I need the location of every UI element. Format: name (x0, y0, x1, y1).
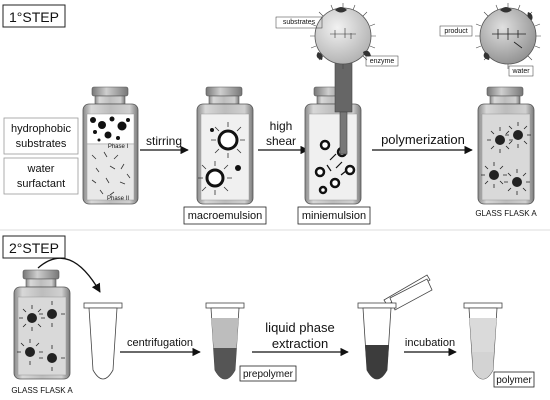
bottle-macroemulsion (196, 86, 254, 205)
extraction-label: extraction (272, 336, 328, 351)
svg-text:substrates: substrates (16, 138, 67, 150)
product-label: product (444, 28, 467, 35)
liquid-phase-label: liquid phase (265, 320, 334, 335)
polymer-box: polymer (493, 371, 535, 388)
step1-label-box: 1°STEP (2, 4, 66, 28)
polymerization-label: polymerization (381, 132, 465, 147)
miniemulsion-box: miniemulsion (297, 206, 371, 225)
svg-text:prepolymer: prepolymer (243, 369, 294, 380)
bottle-flask-a-step2 (13, 269, 71, 380)
svg-text:Phase II: Phase II (107, 196, 129, 202)
water-label: water (511, 68, 530, 75)
flask-a-label: GLASS FLASK A (475, 209, 537, 218)
shear-label: shear (266, 134, 296, 148)
svg-text:hydrophobic: hydrophobic (11, 123, 71, 135)
substrates-label: substrates (283, 19, 316, 26)
bottle-miniemulsion (304, 86, 362, 205)
svg-text:surfactant: surfactant (17, 178, 65, 190)
bottle-flask-a (477, 86, 535, 205)
high-label: high (270, 119, 293, 133)
tube-empty (83, 302, 123, 380)
svg-text:miniemulsion: miniemulsion (302, 210, 366, 222)
droplet-substrates-enzyme: substrates enzyme (275, 3, 399, 69)
hydrophobic-box: hydrophobic substrates (3, 117, 79, 155)
incubation-label: incubation (405, 337, 455, 349)
stirring-label: stirring (146, 134, 182, 148)
water-box: water surfactant (3, 157, 79, 195)
tube-polymer (463, 302, 503, 380)
step1-title: 1°STEP (9, 9, 59, 25)
macroemulsion-box: macroemulsion (183, 206, 267, 225)
svg-text:water: water (27, 163, 55, 175)
step2-label-box: 2°STEP (2, 235, 66, 259)
svg-text:Phase I: Phase I (108, 144, 129, 150)
prepolymer-box: prepolymer (239, 365, 297, 382)
svg-text:macroemulsion: macroemulsion (188, 210, 263, 222)
droplet-product-water: product water (439, 3, 541, 77)
tube-open (357, 274, 433, 380)
flask-a-label-2: GLASS FLASK A (11, 386, 73, 395)
tube-prepolymer (205, 302, 245, 380)
centrifugation-label: centrifugation (127, 337, 193, 349)
arrow-pour (37, 257, 101, 293)
step2-title: 2°STEP (9, 240, 59, 256)
bottle-phases: Phase I Phase II (82, 86, 139, 205)
enzyme-label: enzyme (370, 58, 395, 65)
svg-text:polymer: polymer (496, 375, 532, 386)
